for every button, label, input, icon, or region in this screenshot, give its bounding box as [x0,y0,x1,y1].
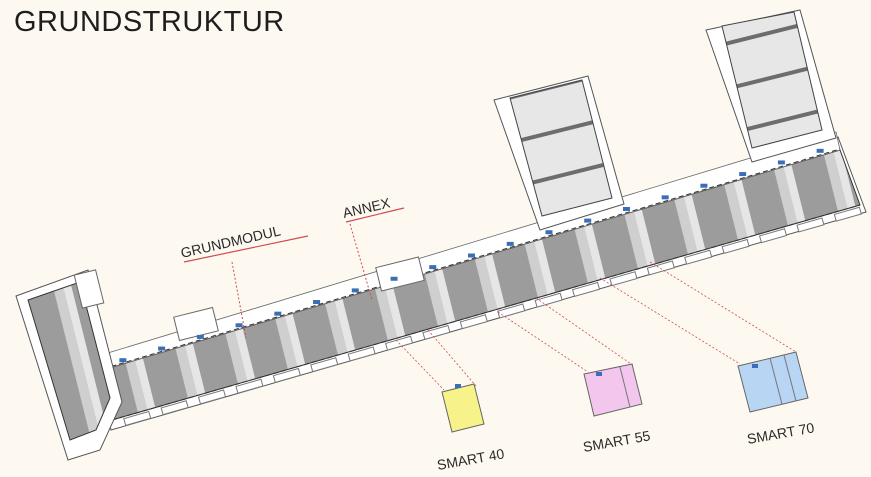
window-marker [777,160,785,165]
window-marker [119,358,127,363]
smart-leaders [395,261,797,391]
window-marker [313,300,321,305]
window-marker [390,276,398,281]
balcony [197,389,227,405]
balcony [609,271,638,287]
window-marker [235,323,243,328]
balcony [160,400,189,416]
window-marker [622,206,630,211]
left-wing-modules [27,281,111,441]
window-marker [468,253,475,258]
smart-70-unit: SMART 70 [737,351,816,447]
balcony [571,281,601,298]
window-marker [506,241,514,246]
balcony [833,206,862,222]
window-marker [351,288,359,293]
balcony [497,303,526,319]
window-marker [816,148,824,153]
smart-40-label: SMART 40 [436,445,506,473]
dashed-line-bottom [111,204,861,421]
balcony [235,378,264,394]
window-marker [158,346,166,351]
window-marker [739,172,747,177]
balcony [310,357,339,373]
window-marker [700,183,708,188]
balcony [459,314,488,330]
balcony [422,324,451,341]
smart-40-unit: SMART 40 [436,383,506,473]
tower-2-units [721,11,823,149]
window-marker [584,218,592,223]
page-title: GRUNDSTRUKTUR [14,6,285,38]
window-markers [119,148,824,363]
dashed-line-top [95,148,841,372]
balcony [347,346,376,362]
balcony [272,367,301,384]
balcony [123,410,152,427]
balcony [534,292,563,308]
balcony [758,228,788,244]
tower-1-units [509,79,613,217]
window-marker [545,230,553,235]
window-marker [429,265,437,270]
building-main [15,9,867,461]
grundmodul-label: GRUNDMODUL [179,222,282,261]
smart-55-label: SMART 55 [582,427,652,455]
smart-55-unit: SMART 55 [582,363,652,455]
left-wing-stair [73,269,105,309]
window-marker [196,334,204,339]
balcony [684,249,713,265]
balcony [796,217,825,233]
window-marker [274,311,282,316]
balcony [646,260,675,276]
window-marker [661,195,669,200]
smart-70-label: SMART 70 [746,419,816,447]
annex-box-2 [375,256,425,292]
balcony [721,238,750,255]
